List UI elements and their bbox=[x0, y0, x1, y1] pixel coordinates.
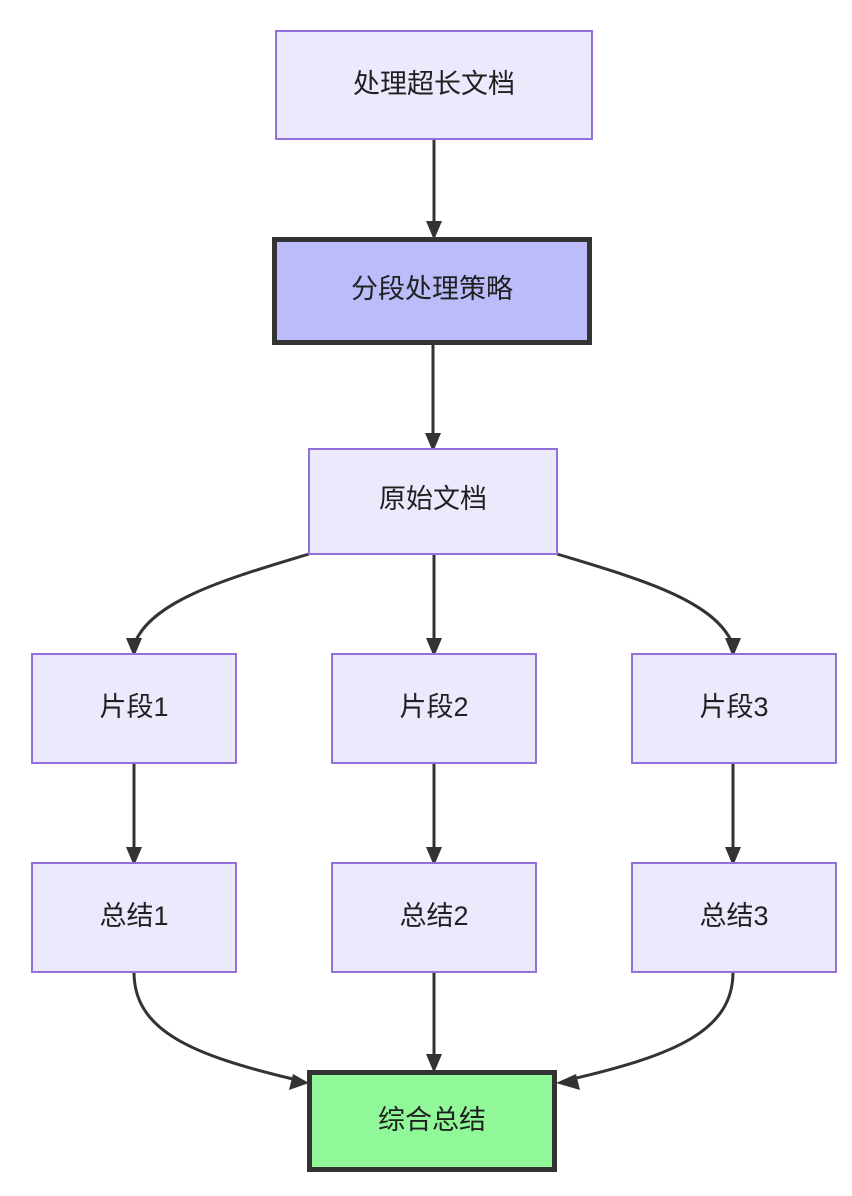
node-raw-doc-box[interactable] bbox=[308, 448, 558, 555]
node-final-summary-box[interactable] bbox=[307, 1070, 557, 1172]
node-doc-task-box[interactable] bbox=[275, 30, 593, 140]
edge-summary1-to-final bbox=[132, 971, 309, 1090]
node-summary2[interactable]: 总结2 bbox=[331, 862, 537, 973]
edge-line bbox=[567, 971, 735, 1082]
arrow-head-icon bbox=[426, 1054, 442, 1073]
node-doc-task-label: 处理超长文档 bbox=[353, 69, 515, 99]
node-summary3[interactable]: 总结3 bbox=[631, 862, 837, 973]
node-chunk3-box[interactable] bbox=[631, 653, 837, 764]
node-summary1[interactable]: 总结1 bbox=[31, 862, 237, 973]
arrow-head-icon bbox=[725, 638, 741, 657]
node-chunk3-label: 片段3 bbox=[699, 692, 768, 722]
edge-raw-doc-to-chunk1 bbox=[126, 552, 310, 657]
node-layer: 处理超长文档 分段处理策略 原始文档 片段1 片段2 bbox=[31, 30, 837, 1172]
node-summary3-label: 总结3 bbox=[699, 901, 768, 931]
node-chunk1-label: 片段1 bbox=[99, 692, 168, 722]
node-final-summary-label: 综合总结 bbox=[378, 1105, 486, 1135]
edge-line bbox=[556, 552, 735, 646]
edge-strategy-to-raw-doc bbox=[425, 345, 441, 452]
node-doc-task[interactable]: 处理超长文档 bbox=[275, 30, 593, 140]
edge-summary3-to-final bbox=[556, 971, 735, 1090]
edge-chunk1-to-summary1 bbox=[126, 763, 142, 866]
node-strategy[interactable]: 分段处理策略 bbox=[272, 237, 592, 345]
node-summary1-label: 总结1 bbox=[99, 901, 168, 931]
node-chunk2-label: 片段2 bbox=[399, 692, 468, 722]
edge-chunk2-to-summary2 bbox=[426, 763, 442, 866]
node-final-summary[interactable]: 综合总结 bbox=[307, 1070, 557, 1172]
arrow-head-icon bbox=[725, 847, 741, 866]
arrow-head-icon bbox=[426, 847, 442, 866]
arrow-head-icon bbox=[289, 1074, 309, 1090]
edge-doc-task-to-strategy bbox=[426, 139, 442, 240]
arrow-head-icon bbox=[556, 1074, 580, 1090]
node-chunk1-box[interactable] bbox=[31, 653, 237, 764]
arrow-head-icon bbox=[426, 638, 442, 657]
arrow-head-icon bbox=[126, 638, 142, 657]
edge-chunk3-to-summary3 bbox=[725, 763, 741, 866]
node-summary2-box[interactable] bbox=[331, 862, 537, 973]
node-summary1-box[interactable] bbox=[31, 862, 237, 973]
node-summary3-box[interactable] bbox=[631, 862, 837, 973]
node-raw-doc-label: 原始文档 bbox=[379, 484, 487, 514]
node-chunk3[interactable]: 片段3 bbox=[631, 653, 837, 764]
arrow-head-icon bbox=[126, 847, 142, 866]
arrow-head-icon bbox=[426, 221, 442, 240]
node-chunk2-box[interactable] bbox=[331, 653, 537, 764]
node-strategy-box[interactable] bbox=[272, 237, 592, 345]
node-summary2-label: 总结2 bbox=[399, 901, 468, 931]
node-chunk1[interactable]: 片段1 bbox=[31, 653, 237, 764]
edge-raw-doc-to-chunk2 bbox=[426, 554, 442, 657]
node-raw-doc[interactable]: 原始文档 bbox=[308, 448, 558, 555]
node-chunk2[interactable]: 片段2 bbox=[331, 653, 537, 764]
edge-layer bbox=[126, 139, 741, 1090]
edge-raw-doc-to-chunk3 bbox=[556, 552, 741, 657]
edge-line bbox=[132, 971, 298, 1082]
edge-summary2-to-final bbox=[426, 972, 442, 1073]
edge-line bbox=[132, 552, 310, 646]
node-strategy-label: 分段处理策略 bbox=[351, 274, 513, 304]
arrow-head-icon bbox=[425, 433, 441, 452]
